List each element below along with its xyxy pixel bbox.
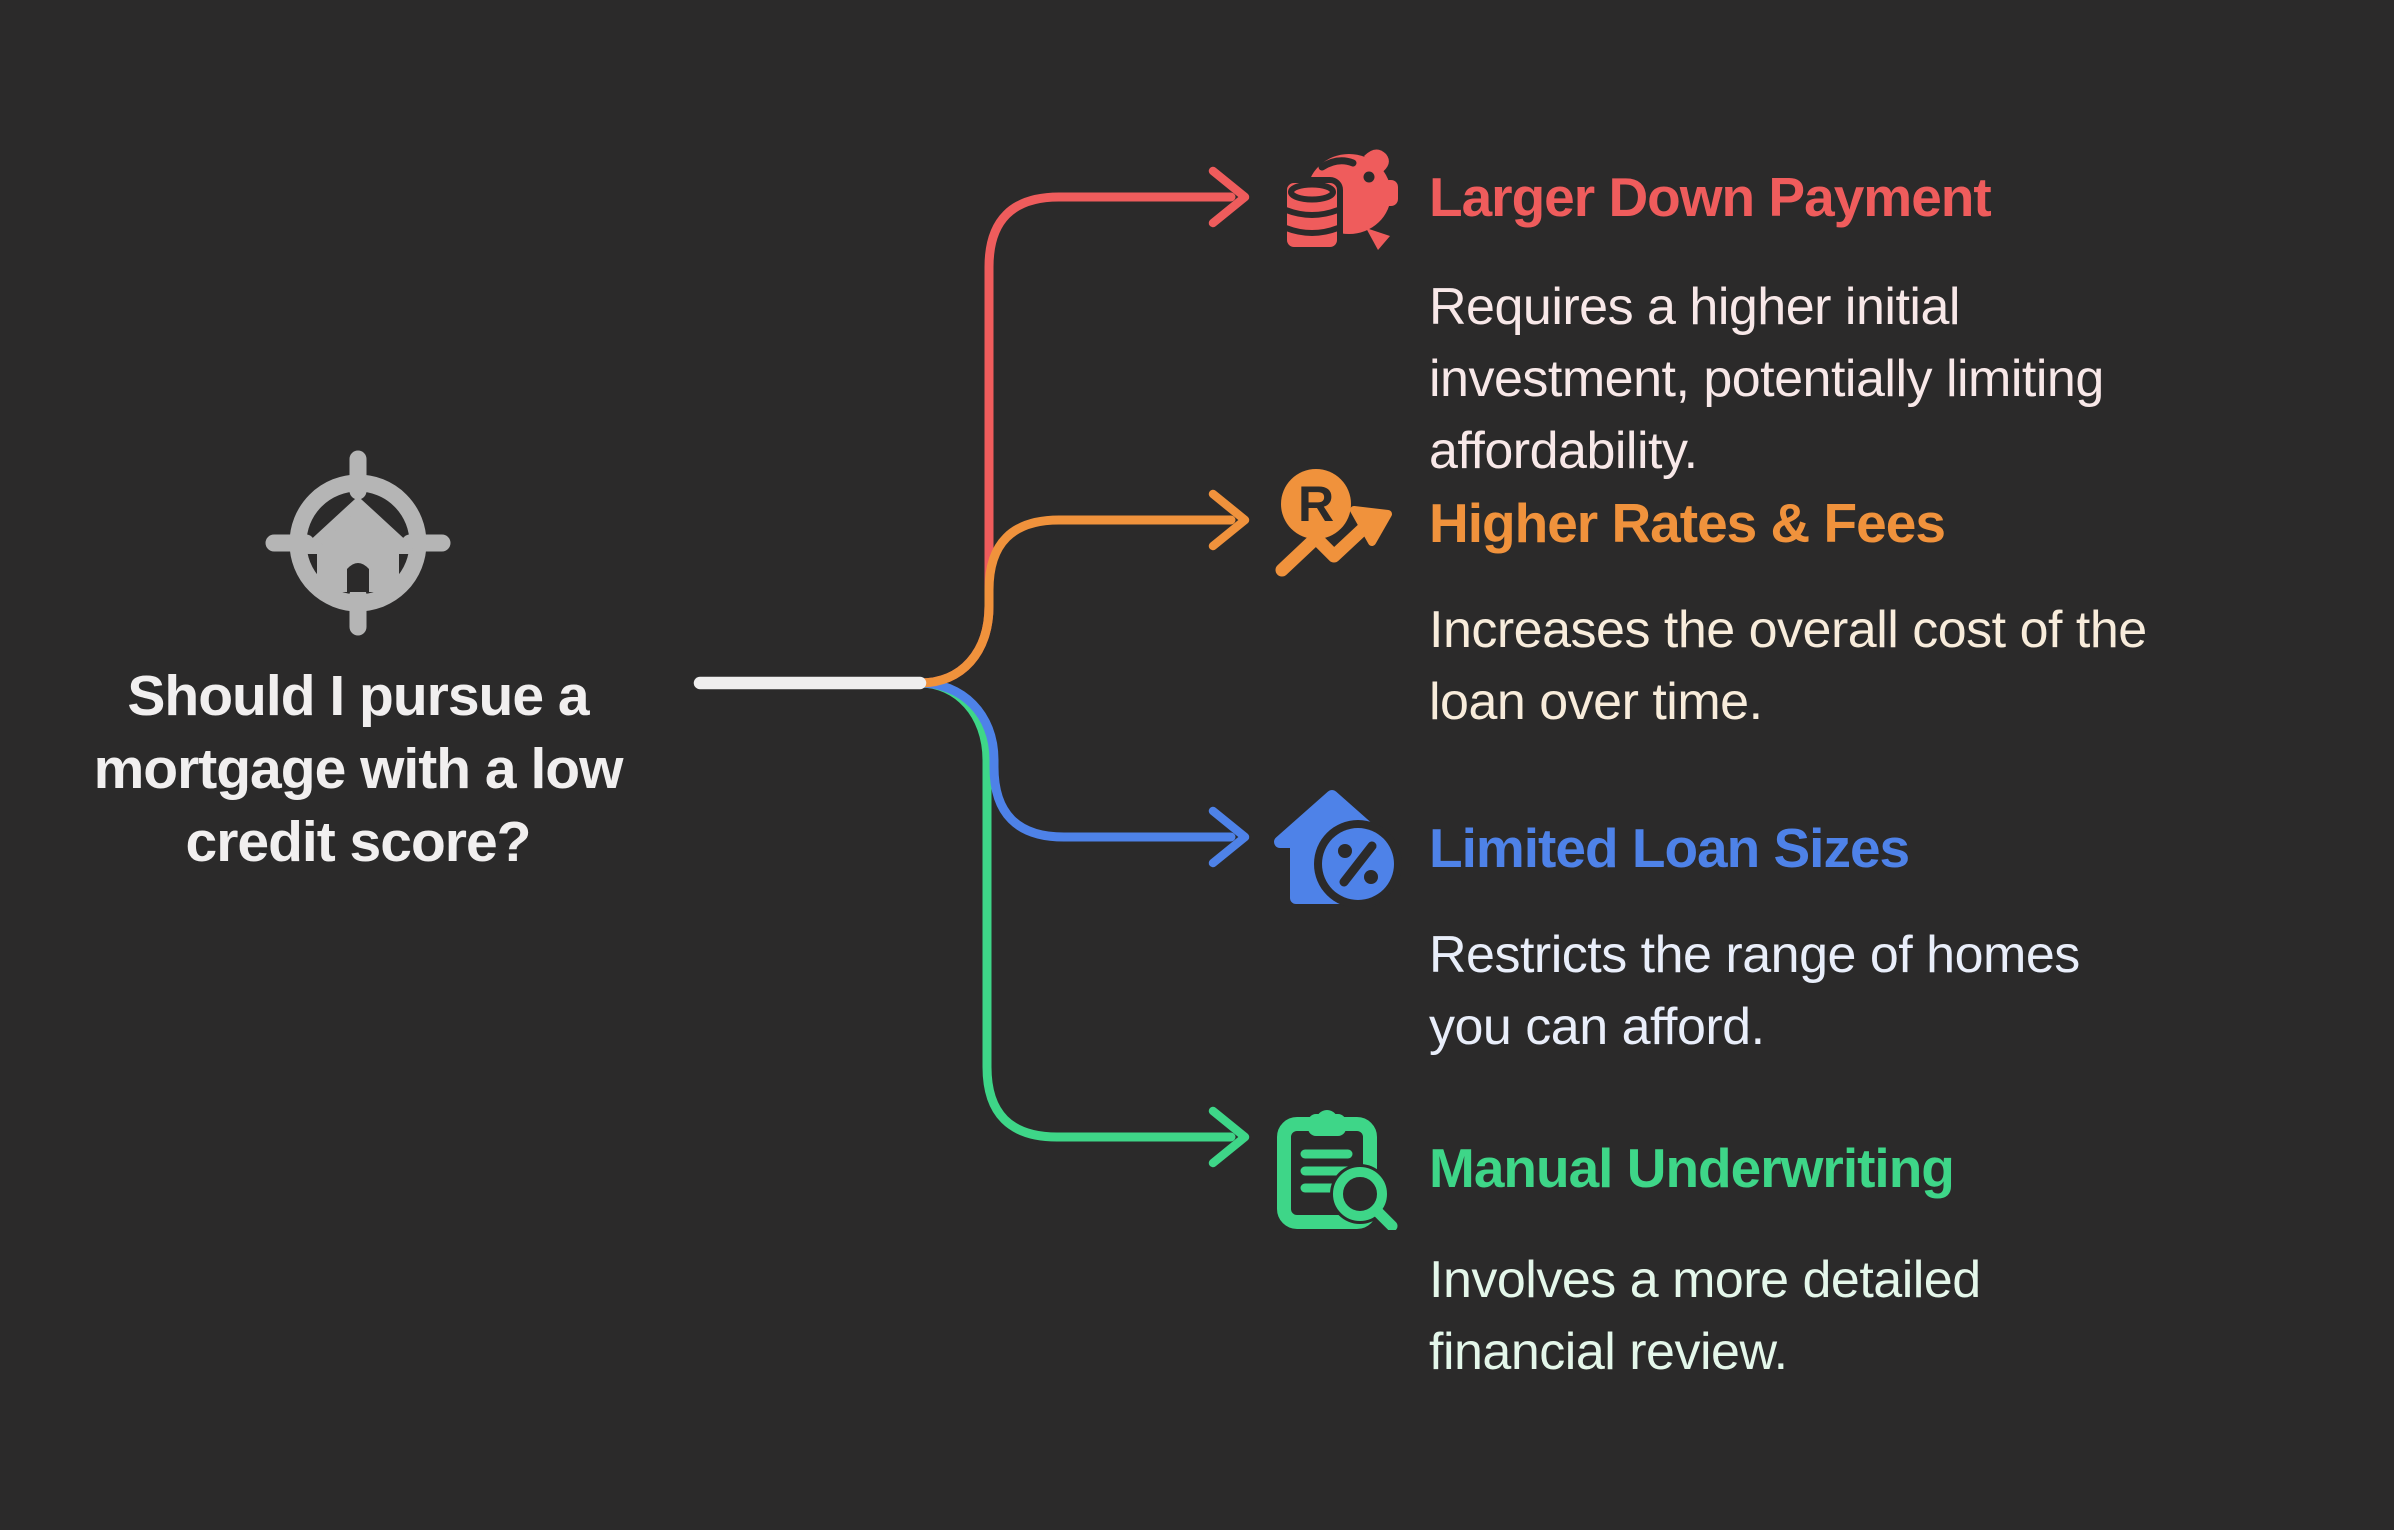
rate-trend-up-icon: R (1275, 469, 1392, 577)
house-percent-icon (1274, 790, 1402, 908)
arrow-icon-limited-loan-sizes (1208, 806, 1250, 868)
branch-title-manual-underwriting: Manual Underwriting (1429, 1137, 1955, 1199)
connector-higher-rates-fees (915, 515, 1236, 688)
arrow-icon-larger-down-payment (1208, 166, 1250, 228)
page-title: Should I pursue a mortgage with a low cr… (93, 664, 624, 874)
arrow-icon-manual-underwriting (1208, 1106, 1250, 1168)
branch-title-higher-rates-fees: Higher Rates & Fees (1429, 492, 1946, 554)
arrow-icon-higher-rates-fees (1208, 489, 1250, 551)
branch-title-limited-loan-sizes: Limited Loan Sizes (1429, 817, 1910, 879)
connector-manual-underwriting (915, 678, 1236, 1142)
branch-desc-manual-underwriting: Involves a more detailed financial revie… (1429, 1251, 1981, 1381)
branch-desc-larger-down-payment: Requires a higher initial investment, po… (1429, 278, 2104, 480)
branch-desc-limited-loan-sizes: Restricts the range of homes you can aff… (1429, 926, 2080, 1056)
svg-text:R: R (1298, 476, 1334, 532)
piggy-bank-coins-icon (1281, 149, 1398, 253)
connector-larger-down-payment (915, 192, 1236, 688)
branch-desc-higher-rates-fees: Increases the overall cost of the loan o… (1429, 601, 2147, 731)
clipboard-search-icon (1277, 1110, 1398, 1230)
branch-title-larger-down-payment: Larger Down Payment (1429, 166, 1992, 228)
house-target-icon (265, 450, 451, 636)
connector-limited-loan-sizes (915, 678, 1236, 842)
